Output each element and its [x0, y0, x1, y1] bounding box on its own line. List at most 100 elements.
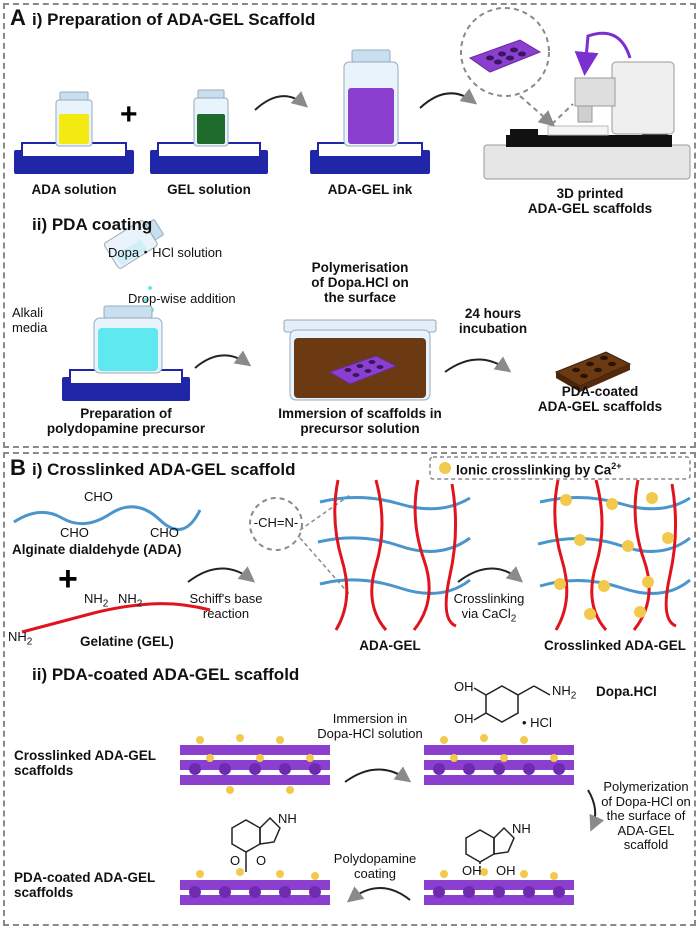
- oh-label-2: OH: [454, 711, 474, 726]
- panel-a: [3, 3, 696, 448]
- vial-gel: [193, 89, 229, 147]
- dopa-structure: [473, 685, 551, 723]
- pda-scaffold-line2: scaffolds: [14, 885, 74, 901]
- scaffold-pda-coated: [180, 868, 330, 905]
- pda-coating-label: Polydopamine coating: [320, 851, 430, 881]
- vial-ada: [55, 91, 93, 147]
- oh-label-4: OH: [496, 863, 516, 878]
- immersion-line2: precursor solution: [300, 421, 420, 437]
- nh2-sub-2: 2: [136, 598, 143, 610]
- immersion-b-line1: Immersion in: [332, 711, 408, 726]
- hours-line1: 24 hours: [464, 306, 522, 321]
- cho-label-2: CHO: [60, 525, 89, 540]
- alkali-line2: media: [12, 319, 48, 335]
- pda-coated-scaffold: [554, 351, 632, 392]
- gel-name-label: Gelatine (GEL): [80, 634, 174, 649]
- nh-label-right: NH: [512, 821, 531, 836]
- polymerization-line1: Polymerization: [603, 779, 689, 794]
- gel-chain: [21, 602, 211, 634]
- arrow-to-printer: [419, 88, 478, 109]
- ada-chain: [13, 505, 202, 531]
- polymerization-line5: scaffold: [623, 837, 669, 853]
- crosslinked-network: [537, 479, 691, 631]
- scaffold-crosslinked-left: [180, 734, 330, 794]
- polymerization-line2: of Dopa-HCl on: [601, 793, 691, 809]
- section-a-ii-title: ii) PDA coating: [32, 215, 153, 234]
- polymerization-line4: ADA-GEL: [617, 822, 675, 838]
- pda-coating-line2: coating: [354, 865, 396, 881]
- incubation-label: 24 hours incubation: [448, 306, 538, 336]
- plus-sign-2: +: [58, 560, 78, 598]
- ada-gel-network: [317, 479, 471, 631]
- poly-line2: of Dopa.HCl on: [311, 275, 409, 291]
- o-label-1: O: [230, 853, 241, 868]
- prep-line2: polydopamine precursor: [46, 421, 206, 437]
- nh2-label-1: NH2: [84, 591, 109, 610]
- nh2-text-3: NH: [8, 629, 27, 644]
- pda-scaffold-line1: PDA-coated ADA-GEL: [14, 870, 156, 885]
- polymerization-line3: the surface of: [606, 808, 686, 824]
- crosslinked-scaffold-label: Crosslinked ADA-GEL scaffolds: [14, 748, 156, 778]
- scaffold-immersed: [424, 734, 574, 785]
- plus-sign-1: +: [120, 98, 138, 131]
- poly-line1: Polymerisation: [311, 260, 409, 275]
- legend-box: [429, 456, 691, 480]
- stir-plate-ada: [14, 142, 134, 174]
- crosslinked-scaffold-line1: Crosslinked ADA-GEL: [14, 748, 157, 763]
- pdacoated-line2: ADA-GEL scaffolds: [537, 399, 663, 415]
- indole-structure-left: [231, 816, 281, 872]
- arrow-pda-coating: [346, 886, 411, 903]
- crosslinked-scaffold-line2: scaffolds: [14, 763, 74, 779]
- schiff-reaction-label: Schiff's base reaction: [176, 591, 276, 621]
- stir-plate-gel: [150, 142, 268, 174]
- printed-line1: 3D printed: [556, 186, 624, 201]
- stir-plate-ink: [310, 142, 430, 174]
- immersion-line1: Immersion of scaffolds in: [278, 406, 442, 421]
- printed-line2: ADA-GEL scaffolds: [527, 201, 653, 217]
- bottle-precursor: [93, 305, 163, 374]
- ada-name-label: Alginate dialdehyde (ADA): [12, 542, 182, 557]
- schiff-line1: Schiff's base: [189, 591, 263, 606]
- crosslink-line2: via CaCl2: [444, 606, 534, 625]
- hours-line2: incubation: [458, 321, 528, 337]
- poly-line3: the surface: [323, 290, 397, 306]
- nh2-text-1: NH: [84, 591, 103, 606]
- panel-b-letter: B: [10, 455, 26, 480]
- oh-label-3: OH: [462, 863, 482, 878]
- pda-coated-label: PDA-coated ADA-GEL scaffolds: [520, 384, 680, 414]
- printed-scaffolds-label: 3D printed ADA-GEL scaffolds: [490, 186, 690, 216]
- dopa-hcl-label: Dopa.HCl: [596, 684, 657, 699]
- hcl-label: • HCl: [522, 715, 552, 730]
- polymerization-label: Polymerization of Dopa-HCl on the surfac…: [596, 779, 696, 853]
- section-b-i-title: i) Crosslinked ADA-GEL scaffold: [32, 460, 296, 479]
- pda-scaffold-label: PDA-coated ADA-GEL scaffolds: [14, 870, 155, 900]
- immersion-label: Immersion of scaffolds in precursor solu…: [262, 406, 458, 436]
- indole-structure-right: [465, 826, 515, 874]
- alkali-line1: Alkali: [12, 305, 44, 320]
- legend-label: Ionic crosslinking by Ca2+: [456, 461, 622, 478]
- printer-3d: [483, 31, 691, 180]
- section-b-ii-title: ii) PDA-coated ADA-GEL scaffold: [32, 665, 300, 684]
- arrow-immersion: [344, 766, 412, 783]
- dopa-nh2-text: NH: [552, 683, 571, 698]
- ada-gel-ink-label: ADA-GEL ink: [327, 182, 413, 197]
- nh-label-left: NH: [278, 811, 297, 826]
- pda-coating-line1: Polydopamine: [333, 851, 417, 866]
- immersion-b-line2: Dopa-HCl solution: [317, 725, 423, 741]
- nh2-sub-1: 2: [102, 598, 109, 610]
- schiff-bond-label: -CH=N-: [253, 515, 299, 530]
- immersion-dopa-label: Immersion in Dopa-HCl solution: [300, 711, 440, 741]
- bottle-ink: [343, 49, 399, 147]
- nh2-sub-3: 2: [26, 636, 33, 648]
- arrow-to-ink: [254, 91, 309, 111]
- immersion-beaker: [283, 319, 437, 401]
- dopa-nh2-label: NH2: [552, 683, 576, 702]
- precursor-prep-label: Preparation of polydopamine precursor: [16, 406, 236, 436]
- arrow-polymerization: [587, 789, 605, 832]
- nh2-label-2: NH2: [118, 591, 143, 610]
- arrow-crosslink: [457, 566, 524, 583]
- dopa-solution-label: Dopa・HCl solution: [108, 245, 223, 260]
- scaffold-polymerized: [424, 868, 574, 905]
- nh2-text-2: NH: [118, 591, 137, 606]
- nh2-label-3: NH2: [8, 629, 33, 648]
